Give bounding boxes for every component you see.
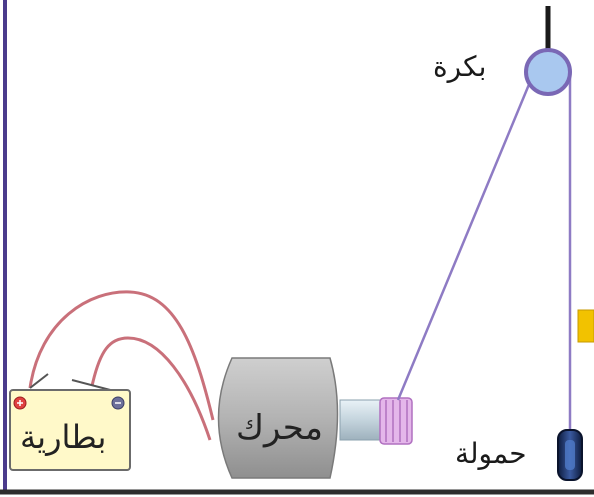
wire-lower bbox=[90, 336, 212, 441]
motor-spool bbox=[379, 397, 413, 445]
motor-body bbox=[217, 357, 339, 479]
height-marker bbox=[577, 309, 594, 343]
motor-label: محرك bbox=[236, 408, 323, 448]
battery-body bbox=[9, 389, 131, 471]
pulley-label: بكرة bbox=[433, 50, 487, 83]
load-label: حمولة bbox=[455, 437, 527, 470]
wire-upper bbox=[28, 290, 215, 421]
pulley bbox=[524, 6, 572, 96]
wire-stub-left bbox=[29, 373, 49, 389]
motor bbox=[217, 357, 413, 479]
load bbox=[557, 429, 583, 481]
battery-label: بطارية bbox=[20, 418, 107, 456]
battery bbox=[9, 389, 131, 471]
rope-rising bbox=[396, 81, 532, 401]
pulley-wheel bbox=[524, 48, 572, 96]
motor-shaft bbox=[339, 399, 383, 441]
